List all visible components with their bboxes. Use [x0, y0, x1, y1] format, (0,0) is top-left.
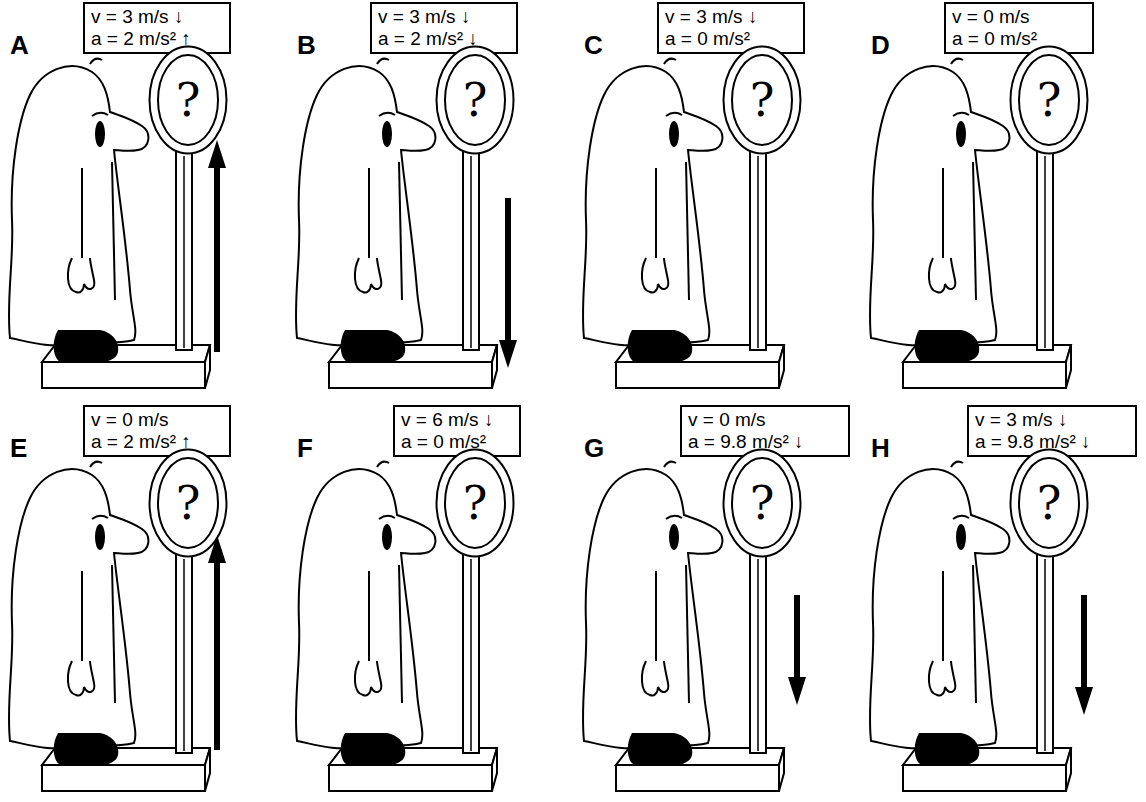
- motion-value: a = 2 m/s² ↑: [91, 28, 223, 50]
- scale-dial: ?: [722, 45, 802, 155]
- motion-value: v = 0 m/s: [91, 409, 223, 431]
- panel-letter: B: [297, 30, 316, 61]
- scale-dial: ?: [1009, 45, 1089, 155]
- motion-box: v = 6 m/s ↓a = 0 m/s²: [393, 405, 521, 457]
- dial-reading: ?: [148, 448, 228, 558]
- motion-box: v = 3 m/s ↓a = 2 m/s² ↑: [83, 2, 231, 54]
- acceleration-arrow: [788, 595, 806, 705]
- dial-reading: ?: [435, 448, 515, 558]
- panel-letter: E: [10, 433, 27, 464]
- scale-dial: ?: [148, 45, 228, 155]
- motion-value: v = 6 m/s ↓: [401, 409, 513, 431]
- scale-dial: ?: [435, 448, 515, 558]
- motion-value: v = 3 m/s ↓: [665, 6, 797, 28]
- acceleration-arrow: [499, 198, 517, 368]
- motion-value: a = 2 m/s² ↓: [378, 28, 510, 50]
- acceleration-arrow: [1075, 595, 1093, 715]
- dial-reading: ?: [722, 45, 802, 155]
- dial-reading: ?: [722, 448, 802, 558]
- acceleration-arrow: [208, 535, 226, 750]
- motion-box: v = 3 m/s ↓a = 0 m/s²: [657, 2, 805, 54]
- motion-value: v = 3 m/s ↓: [378, 6, 510, 28]
- panel-letter: D: [871, 30, 890, 61]
- motion-box: v = 3 m/s ↓a = 2 m/s² ↓: [370, 2, 518, 54]
- motion-value: v = 3 m/s ↓: [91, 6, 223, 28]
- motion-value: a = 2 m/s² ↑: [91, 431, 223, 453]
- scale-dial: ?: [148, 448, 228, 558]
- motion-value: a = 0 m/s²: [952, 28, 1086, 50]
- panel-letter: F: [297, 433, 313, 464]
- motion-value: a = 0 m/s²: [665, 28, 797, 50]
- panel-letter: C: [584, 30, 603, 61]
- panel-letter: H: [871, 433, 890, 464]
- panel-letter: G: [584, 433, 604, 464]
- scale-dial: ?: [1009, 448, 1089, 558]
- motion-value: v = 0 m/s: [952, 6, 1086, 28]
- scale-dial: ?: [722, 448, 802, 558]
- motion-box: v = 0 m/sa = 0 m/s²: [944, 2, 1094, 54]
- dial-reading: ?: [435, 45, 515, 155]
- scale-dial: ?: [435, 45, 515, 155]
- dial-reading: ?: [148, 45, 228, 155]
- motion-value: a = 0 m/s²: [401, 431, 513, 453]
- acceleration-arrow: [208, 140, 226, 352]
- motion-value: v = 3 m/s ↓: [975, 409, 1129, 431]
- dial-reading: ?: [1009, 45, 1089, 155]
- motion-box: v = 0 m/sa = 2 m/s² ↑: [83, 405, 231, 457]
- dial-reading: ?: [1009, 448, 1089, 558]
- panel-letter: A: [10, 30, 29, 61]
- motion-value: v = 0 m/s: [688, 409, 842, 431]
